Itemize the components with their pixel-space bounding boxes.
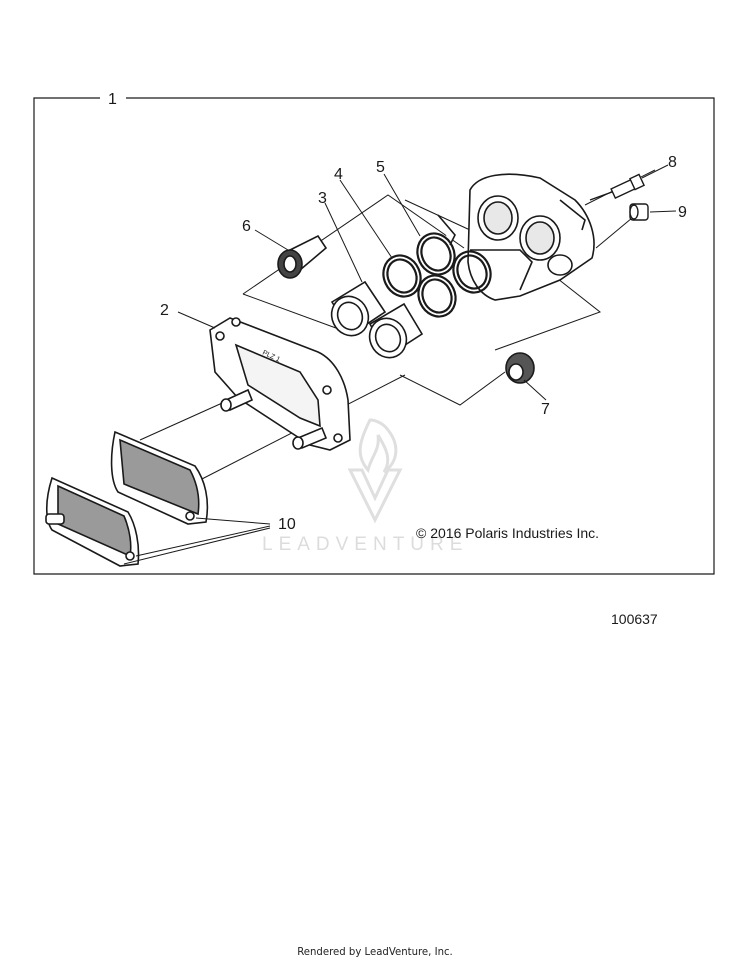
bleeder-screw xyxy=(589,173,645,201)
callout-4: 4 xyxy=(334,166,343,183)
render-footer: Rendered by LeadVenture, Inc. xyxy=(297,945,453,958)
boot-upper xyxy=(277,234,328,279)
caliper-body xyxy=(437,173,595,301)
callout-1: 1 xyxy=(108,91,117,108)
boot-lower xyxy=(505,352,535,384)
callout-7: 7 xyxy=(541,401,550,418)
copyright-text: © 2016 Polaris Industries Inc. xyxy=(416,525,599,541)
diagram-part-number: 100637 xyxy=(611,611,658,627)
callout-10: 10 xyxy=(278,516,296,533)
piston-seals xyxy=(382,232,492,318)
brake-pads xyxy=(45,430,209,567)
callout-5: 5 xyxy=(376,159,385,176)
leader-lines xyxy=(123,164,677,565)
leadventure-watermark: LEADVENTURE xyxy=(262,418,468,555)
callout-9: 9 xyxy=(678,204,687,221)
bleeder-cap xyxy=(629,203,649,221)
watermark-text: LEADVENTURE xyxy=(262,534,468,555)
callout-6: 6 xyxy=(242,218,251,235)
kit-frame xyxy=(33,97,715,575)
pistons xyxy=(330,280,424,359)
callout-8: 8 xyxy=(668,154,677,171)
caliper-bracket: PLZ 1 xyxy=(209,317,351,451)
callout-3: 3 xyxy=(318,190,327,207)
callout-2: 2 xyxy=(160,302,169,319)
